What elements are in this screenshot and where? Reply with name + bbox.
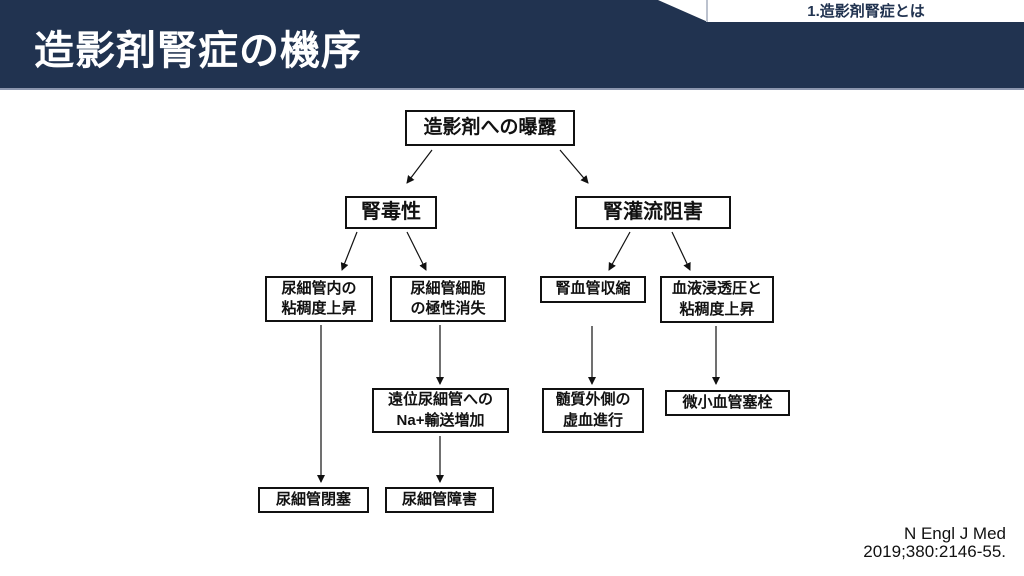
flow-node-na-transport: 遠位尿細管への Na+輸送増加 (372, 388, 509, 433)
flow-node-medullary-ischemia: 髄質外側の 虚血進行 (542, 388, 644, 433)
section-tab-left-border (706, 0, 708, 22)
flow-node-polarity-loss: 尿細管細胞 の極性消失 (390, 276, 506, 322)
flow-node-tubular-obstruction: 尿細管閉塞 (258, 487, 369, 513)
page-title: 造影剤腎症の機序 (34, 29, 362, 73)
citation-journal: N Engl J Med (903, 524, 1006, 544)
flow-node-osmolality-viscosity: 血液浸透圧と 粘稠度上昇 (660, 276, 774, 323)
header-underline-divider (0, 88, 1024, 90)
section-tab-label: 1.造影剤腎症とは (807, 2, 925, 20)
flow-node-exposure: 造影剤への曝露 (405, 110, 575, 146)
flow-node-tubular-viscosity: 尿細管内の 粘稠度上昇 (265, 276, 373, 322)
citation: N Engl J Med 2019;380:2146-55. (863, 525, 1006, 560)
flow-node-vasoconstriction: 腎血管収縮 (540, 276, 646, 303)
citation-reference: 2019;380:2146-55. (863, 541, 1006, 561)
flow-node-microvascular-embolism: 微小血管塞栓 (665, 390, 790, 416)
flow-node-perfusion-impairment: 腎灌流阻害 (575, 196, 731, 229)
section-tab: 1.造影剤腎症とは (708, 0, 1024, 22)
flow-node-tubular-injury: 尿細管障害 (385, 487, 494, 513)
flow-node-nephrotoxicity: 腎毒性 (345, 196, 437, 229)
